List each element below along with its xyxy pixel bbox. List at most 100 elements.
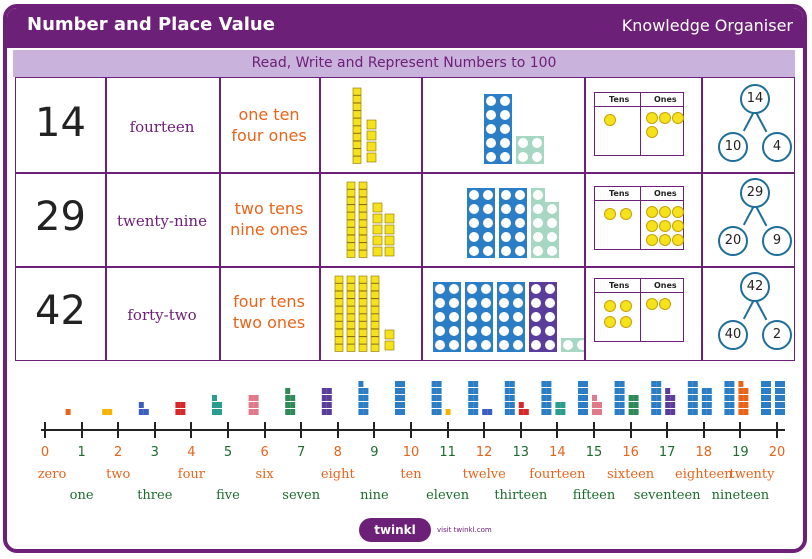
row-word: twenty-nine — [117, 212, 207, 230]
ten-frame-mini-cell — [692, 381, 698, 387]
ones-mini-cell — [738, 381, 744, 387]
ten-frame-mini-cell — [578, 395, 583, 401]
ten-frame-mini-cell — [468, 395, 474, 401]
ten-frame-mini-cell — [431, 388, 437, 394]
visit-link[interactable]: visit twinkl.com — [437, 526, 492, 534]
tens-counter — [604, 114, 616, 126]
part-whole-model: 29 20 9 — [706, 176, 803, 262]
tens-header: Tens — [609, 281, 630, 290]
ten-frame-mini-cell — [780, 409, 785, 415]
ten-frame-counter — [483, 218, 493, 228]
ten-frame-mini-cell — [766, 388, 771, 394]
ones-mini-cell — [670, 409, 676, 415]
ten-frame-mini-cell — [761, 388, 766, 394]
number-line-word: one — [69, 488, 94, 503]
one-cube — [366, 141, 377, 152]
ten-frame-mini-cell — [656, 395, 662, 401]
ones-counter — [646, 112, 658, 124]
twinkl-logo: twinkl — [359, 518, 431, 542]
ten-rod-unit — [358, 328, 368, 337]
ten-frame-mini-cell — [583, 395, 588, 401]
ten-frame-mini-cell — [692, 395, 698, 401]
number-line-word: zero — [37, 467, 67, 482]
ones-mini-cell — [628, 395, 634, 401]
ten-rod-unit — [346, 328, 356, 337]
ten-frame-counter — [486, 110, 496, 120]
ten-frame-mini-cell — [431, 402, 437, 408]
ten-frame-mini-cell — [509, 388, 515, 394]
ten-rod-unit — [358, 321, 368, 330]
ones-mini-cell — [633, 395, 639, 401]
knowledge-organiser: Number and Place Value Knowledge Organis… — [3, 4, 807, 553]
ones-mini-cell — [665, 402, 671, 408]
number-line-tick — [410, 422, 412, 438]
ten-frame-mini-cell — [614, 395, 620, 401]
ten-rod-unit — [352, 87, 362, 96]
whole-circle: 42 — [740, 272, 770, 302]
ten-frame-counter — [449, 298, 459, 308]
ten-frame-mini-cell — [780, 388, 785, 394]
ten-frame-mini-cell — [473, 395, 479, 401]
ten-frame-mini-cell — [431, 409, 437, 415]
row-word: fourteen — [129, 118, 195, 136]
ten-frame-counter — [469, 232, 479, 242]
ten-frame-mini-cell — [431, 381, 437, 387]
ten-rod-unit — [334, 313, 344, 322]
number-line-word: fifteen — [572, 488, 616, 503]
place-value-chart: Tens Ones — [594, 186, 684, 250]
ones-counter — [646, 234, 658, 246]
row-word: forty-two — [127, 306, 197, 324]
ones-mini-cell — [358, 409, 364, 415]
ten-rod-unit — [352, 110, 362, 119]
ten-frame-counter — [499, 312, 509, 322]
ones-mini-cell — [248, 409, 254, 415]
ten-rod-unit — [370, 298, 380, 307]
ten-rod-unit — [370, 283, 380, 292]
ten-frame-counter — [481, 312, 491, 322]
ten-frame-mini-cell — [692, 402, 698, 408]
ten-frame-mini-cell — [395, 395, 400, 401]
ones-mini-cell — [560, 402, 566, 408]
ten-frame-mini-cell — [400, 388, 405, 394]
ten-rod-unit — [346, 242, 356, 251]
ten-frame-mini-cell — [656, 388, 662, 394]
ten-rod-unit — [370, 344, 380, 352]
number-line-number: 15 — [585, 445, 603, 460]
ten-frame-mini-cell — [436, 388, 442, 394]
ten-frame-mini-cell — [656, 381, 662, 387]
ten-frame-mini-cell — [614, 402, 620, 408]
ones-counter — [646, 298, 658, 310]
ten-rod-unit — [358, 275, 368, 284]
ones-mini-cell — [285, 395, 291, 401]
ones-mini-cell — [706, 395, 712, 401]
ten-frame-mini-cell — [395, 402, 400, 408]
ten-rod-unit — [358, 234, 368, 243]
ones-frame-counter — [547, 232, 557, 242]
tens-header: Tens — [609, 95, 630, 104]
ten-frame-mini-cell — [468, 381, 474, 387]
ones-frame-counter — [518, 152, 528, 162]
ten-rod-unit — [358, 336, 368, 345]
number-line-number: 9 — [370, 445, 379, 460]
number-line-number: 16 — [622, 445, 639, 460]
number-line-number: 1 — [77, 445, 86, 460]
tens-text: one ten — [238, 105, 300, 124]
ten-frame-mini-cell — [546, 381, 552, 387]
ten-frame-counter — [483, 204, 493, 214]
ten-frame-mini-cell — [619, 395, 625, 401]
ten-rod-unit — [334, 336, 344, 345]
ones-mini-cell — [743, 402, 749, 408]
ten-frame-counter — [513, 326, 523, 336]
ten-frame-counter — [501, 204, 511, 214]
part-circle: 20 — [718, 226, 748, 256]
number-line-word: six — [255, 467, 274, 482]
ten-rod-unit — [358, 298, 368, 307]
ones-mini-cell — [701, 409, 707, 415]
number-line-word: five — [216, 488, 240, 503]
ten-rod-unit — [352, 102, 362, 111]
ten-rod-unit — [346, 275, 356, 284]
ten-frame-counter — [467, 284, 477, 294]
ten-rod-unit — [370, 306, 380, 314]
one-cube — [372, 202, 383, 213]
ones-mini-cell — [706, 388, 712, 394]
